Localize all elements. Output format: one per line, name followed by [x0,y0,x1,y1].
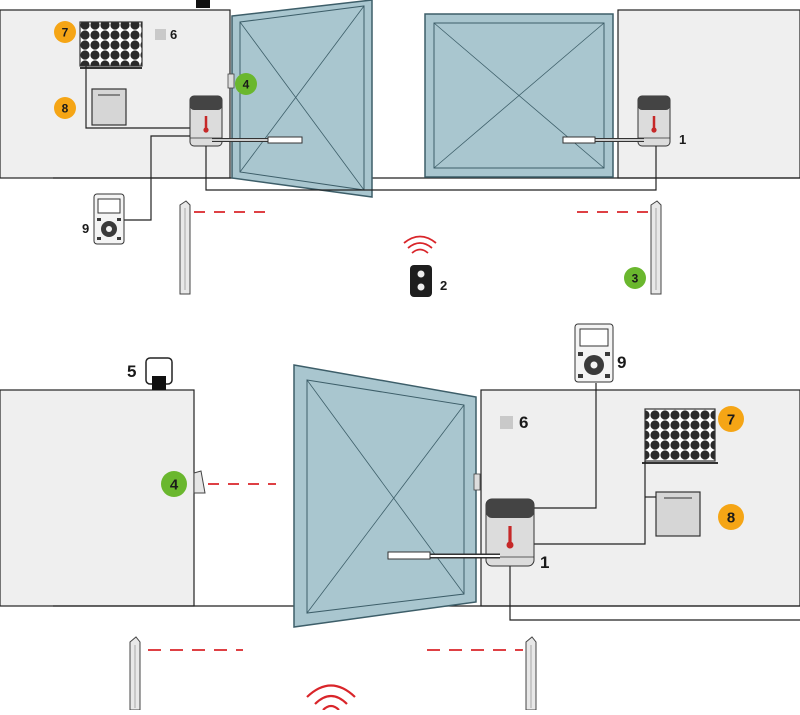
label-6-bottom: 6 [519,413,528,432]
photocell-column-right-bottom [525,636,537,711]
motor-arm-right [562,136,644,144]
hinge-bottom [473,473,481,491]
keyswitch-bottom [500,416,513,429]
cable-ground-bottom [509,566,800,621]
motor-arm-left [212,136,303,144]
badge-4-top: 4 [235,73,257,95]
solar-panel-bottom [642,408,718,464]
svg-text:4: 4 [170,477,179,494]
svg-text:7: 7 [62,26,69,40]
motor-left [189,95,223,147]
battery-bottom [655,491,701,537]
photocell-column-left-top [179,200,191,295]
left-pillar-bottom [0,389,195,607]
right-pillar-bottom [480,389,800,607]
remote-signal-bottom [306,684,356,711]
label-1-bottom: 1 [540,553,549,572]
right-pillar [617,9,800,179]
badge-8-top: 8 [54,97,76,119]
label-2-top: 2 [440,278,447,293]
keypad-bottom [574,323,614,383]
cable-solar [85,66,190,129]
label-6-top: 6 [170,27,177,42]
cable-keypad-bottom [534,383,597,509]
bottom-scene: 5 6 [0,323,800,711]
badge-7-top: 7 [54,21,76,43]
gate-leaf-bottom [293,364,477,628]
solar-panel-top [79,21,143,69]
badge-4-bottom: 4 [161,471,187,497]
badge-7-bottom: 7 [718,406,744,432]
battery-top [91,88,127,126]
motor-arm-bottom [387,551,500,560]
keyswitch-top [155,29,166,40]
photocell-device-bottom [193,470,206,494]
svg-text:4: 4 [243,78,250,92]
svg-text:8: 8 [727,510,735,527]
gate-leaf-right [424,13,614,178]
label-1-top: 1 [679,132,686,147]
cable-motors [205,146,657,191]
label-9-bottom: 9 [617,353,626,372]
cable-solar-bottom [534,461,646,545]
svg-text:8: 8 [62,102,69,116]
label-9-top: 9 [82,221,89,236]
top-scene: 7 8 4 3 6 1 9 2 [0,0,800,297]
photocell-column-left-bottom [129,636,141,711]
photocell-post-top [227,73,235,89]
svg-text:3: 3 [632,272,639,286]
label-5-bottom: 5 [127,362,136,381]
motor-right [637,95,671,147]
cable-keypad [124,135,190,221]
remote-control [403,235,437,297]
badge-8-bottom: 8 [718,504,744,530]
svg-text:7: 7 [727,412,735,429]
keypad-top [93,193,125,245]
photocell-column-right-top [650,200,662,295]
flashing-light-stub [196,0,210,8]
gate-leaf-left [231,0,373,198]
badge-3-top: 3 [624,267,646,289]
flashing-light [145,357,173,390]
